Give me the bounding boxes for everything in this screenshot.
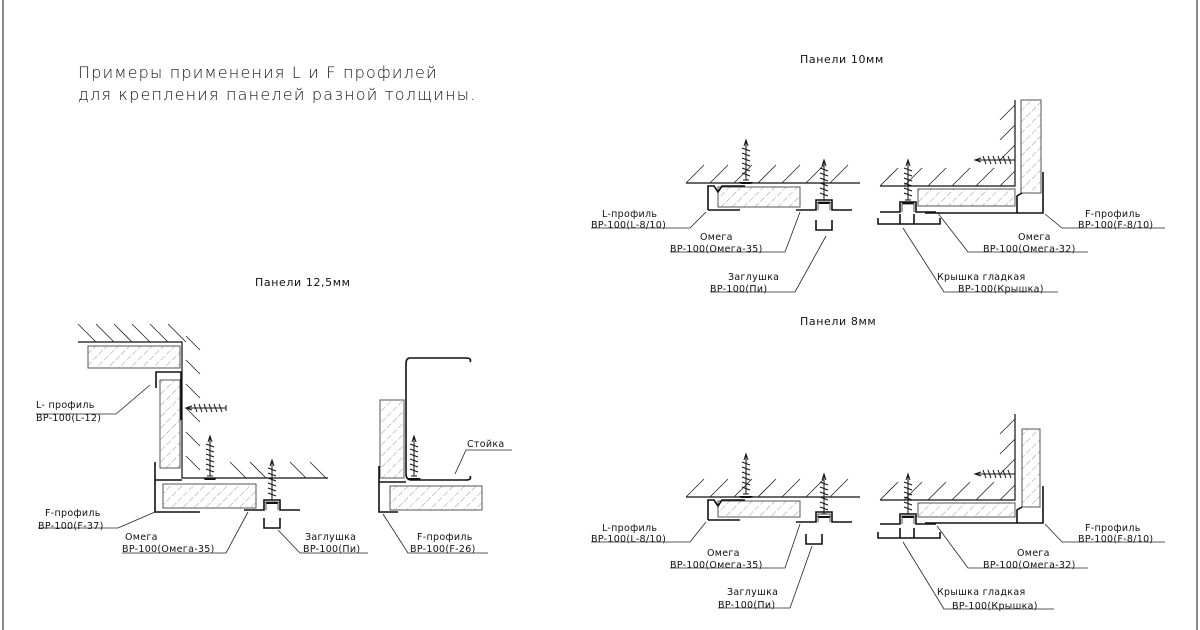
panel-right	[917, 502, 1016, 518]
section-caption: Панели 8мм	[800, 315, 876, 328]
screw-icon	[974, 469, 1016, 479]
screw-icon	[974, 155, 1016, 165]
l-profile-8-10	[707, 185, 745, 211]
panel-vertical-f26	[379, 399, 405, 479]
f26-code: BP-100(F-26)	[410, 544, 476, 555]
omega35-code: BP-100(Омега-35)	[670, 244, 763, 255]
cover-name: Крышка гладкая	[937, 587, 1025, 598]
screw-icon	[900, 159, 916, 205]
screw-icon	[406, 435, 422, 481]
plug-profile	[815, 219, 833, 231]
title-line-2: для крепления панелей разной толщины.	[78, 85, 477, 104]
panel-top	[87, 345, 181, 369]
panel-bottom-f26	[389, 485, 483, 511]
plug-profile	[805, 533, 823, 545]
l-profile-name: L-профиль	[602, 523, 657, 534]
omega35-name: Омега	[707, 548, 740, 559]
omega-profile-35	[795, 199, 853, 211]
omega32-code: BP-100(Омега-32)	[983, 560, 1076, 571]
stand-name: Стойка	[467, 439, 505, 450]
stand-profile	[405, 357, 472, 481]
l-profile-name: L- профиль	[36, 400, 95, 411]
panel-bottom	[162, 483, 257, 509]
screw-icon	[900, 473, 916, 519]
section-panels-12-5mm: Панели 12,5мм L- профиль BP-100(L-12) F-…	[36, 276, 512, 555]
cover-profile	[877, 528, 941, 539]
l-profile-8-10	[707, 499, 745, 521]
l-profile-code: BP-100(L-12)	[36, 413, 101, 424]
ceiling-hatch	[685, 164, 860, 184]
f-profile-name: F-профиль	[1085, 209, 1141, 220]
f26-name: F-профиль	[417, 532, 473, 543]
plug-code: BP-100(Пи)	[718, 600, 775, 611]
l-profile-name: L-профиль	[602, 209, 657, 220]
f-profile-name: F-профиль	[45, 508, 101, 519]
panel-vertical	[1021, 428, 1041, 508]
omega32-code: BP-100(Омега-32)	[983, 244, 1076, 255]
f-profile-code: BP-100(F-8/10)	[1078, 534, 1153, 545]
wall-corner-hatch	[879, 100, 1016, 187]
omega32-name: Омега	[1017, 548, 1050, 559]
plug-code: BP-100(Пи)	[710, 284, 767, 295]
section-caption: Панели 10мм	[800, 53, 884, 66]
cover-profile	[877, 214, 941, 225]
screw-icon	[185, 403, 227, 413]
l-profile-code: BP-100(L-8/10)	[591, 220, 666, 231]
ceiling-hatch	[685, 478, 860, 498]
wall-corner-hatch	[879, 414, 1016, 501]
panel-left	[717, 186, 801, 208]
plug-profile	[263, 517, 281, 529]
panel-vertical	[1020, 99, 1042, 194]
omega32-name: Омега	[1018, 232, 1051, 243]
l-profile-12	[155, 371, 182, 420]
omega-code: BP-100(Омега-35)	[122, 544, 215, 555]
cover-code: BP-100(Крышка)	[952, 601, 1038, 612]
f-profile-26	[378, 466, 406, 513]
f-profile-name: F-профиль	[1085, 523, 1141, 534]
section-caption: Панели 12,5мм	[255, 276, 351, 289]
cover-code: BP-100(Крышка)	[958, 284, 1044, 295]
l-profile-code: BP-100(L-8/10)	[591, 534, 666, 545]
screw-icon	[264, 459, 280, 505]
panel-right	[917, 188, 1016, 207]
section-panels-8mm: Панели 8мм	[591, 315, 1165, 612]
plug-name: Заглушка	[728, 272, 779, 283]
f-profile-8-10	[925, 172, 1044, 214]
ceiling-wall-hatch	[77, 323, 328, 479]
section-panels-10mm: Панели 10мм L-профиль BP-100(L-8/10) Оме…	[591, 53, 1165, 295]
plug-name: Заглушка	[305, 532, 356, 543]
screw-icon	[738, 453, 754, 499]
plug-code: BP-100(Пи)	[303, 544, 360, 555]
omega-name: Омега	[125, 532, 158, 543]
screw-icon	[738, 139, 754, 185]
panel-vertical	[159, 379, 181, 469]
cover-name: Крышка гладкая	[937, 272, 1025, 283]
f-profile-code: BP-100(F-37)	[38, 521, 104, 532]
plug-name: Заглушка	[727, 587, 778, 598]
screw-icon	[816, 159, 832, 205]
screw-icon	[202, 435, 218, 481]
omega35-name: Омега	[700, 232, 733, 243]
f-profile-code: BP-100(F-8/10)	[1078, 220, 1153, 231]
title-line-1: Примеры применения L и F профилей	[78, 63, 438, 82]
omega35-code: BP-100(Омега-35)	[670, 560, 763, 571]
f-profile-8-10	[925, 486, 1044, 524]
panel-left	[717, 500, 801, 518]
